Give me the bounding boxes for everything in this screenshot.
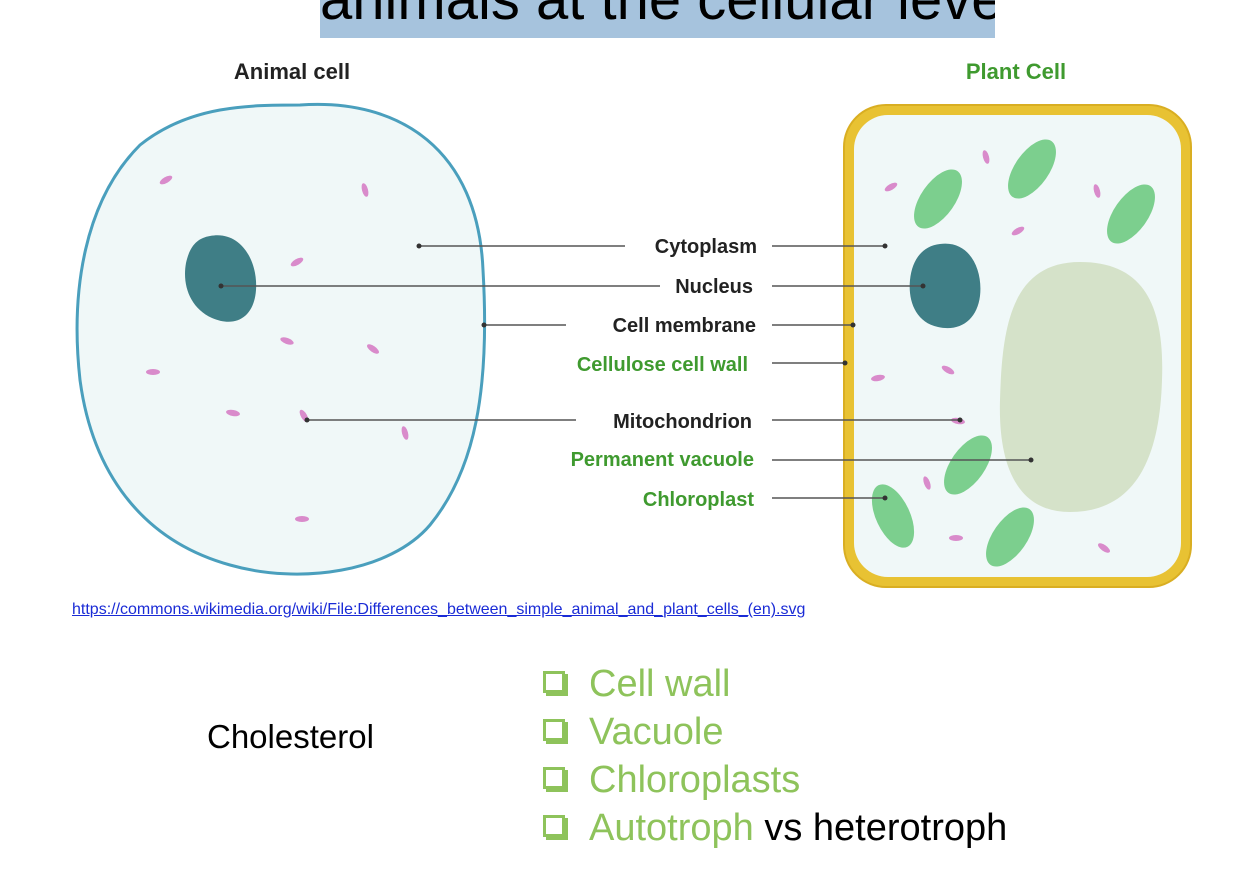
source-link[interactable]: https://commons.wikimedia.org/wiki/File:…: [72, 601, 806, 618]
checkbox-bullet-icon: [543, 671, 565, 693]
list-item: Cell wall: [543, 660, 1007, 708]
label-cellulose-cell-wall: Cellulose cell wall: [577, 354, 748, 376]
checkbox-bullet-icon: [543, 815, 565, 837]
label-cell-membrane: Cell membrane: [613, 315, 756, 337]
label-chloroplast: Chloroplast: [643, 489, 754, 511]
feature-chloroplasts: Chloroplasts: [589, 758, 801, 801]
plant-vacuole: [999, 262, 1163, 512]
checkbox-bullet-icon: [543, 719, 565, 741]
leader-lines: [221, 245, 1031, 499]
animal-cell-title: Animal cell: [234, 59, 350, 84]
list-item: Chloroplasts: [543, 756, 1007, 804]
list-item: Vacuole: [543, 708, 1007, 756]
label-cytoplasm: Cytoplasm: [655, 236, 757, 258]
feature-vacuole: Vacuole: [589, 710, 724, 753]
feature-heterotroph-suffix: vs heterotroph: [753, 806, 1008, 849]
plant-chloroplasts: [871, 139, 1155, 567]
animal-mitochondria: [146, 175, 409, 522]
label-mitochondrion: Mitochondrion: [613, 411, 752, 433]
cholesterol-label: Cholesterol: [207, 718, 374, 755]
feature-autotroph: Autotroph: [589, 806, 754, 849]
plant-feature-list: Cell wall Vacuole Chloroplasts Autotroph…: [543, 660, 1007, 852]
checkbox-bullet-icon: [543, 767, 565, 789]
slide-title: animals at the cellular level: [320, 0, 995, 33]
list-item: Autotroph vs heterotroph: [543, 804, 1007, 852]
label-nucleus: Nucleus: [675, 276, 753, 298]
plant-nucleus: [909, 243, 981, 329]
cell-comparison-diagram: Animal cell Plant Cell: [75, 59, 1192, 588]
feature-cell-wall: Cell wall: [589, 662, 731, 705]
plant-cell-title: Plant Cell: [966, 59, 1066, 84]
leader-dots: [218, 243, 1034, 501]
animal-nucleus: [185, 235, 257, 322]
slide-title-band: animals at the cellular level: [320, 0, 995, 38]
label-permanent-vacuole: Permanent vacuole: [571, 449, 754, 471]
